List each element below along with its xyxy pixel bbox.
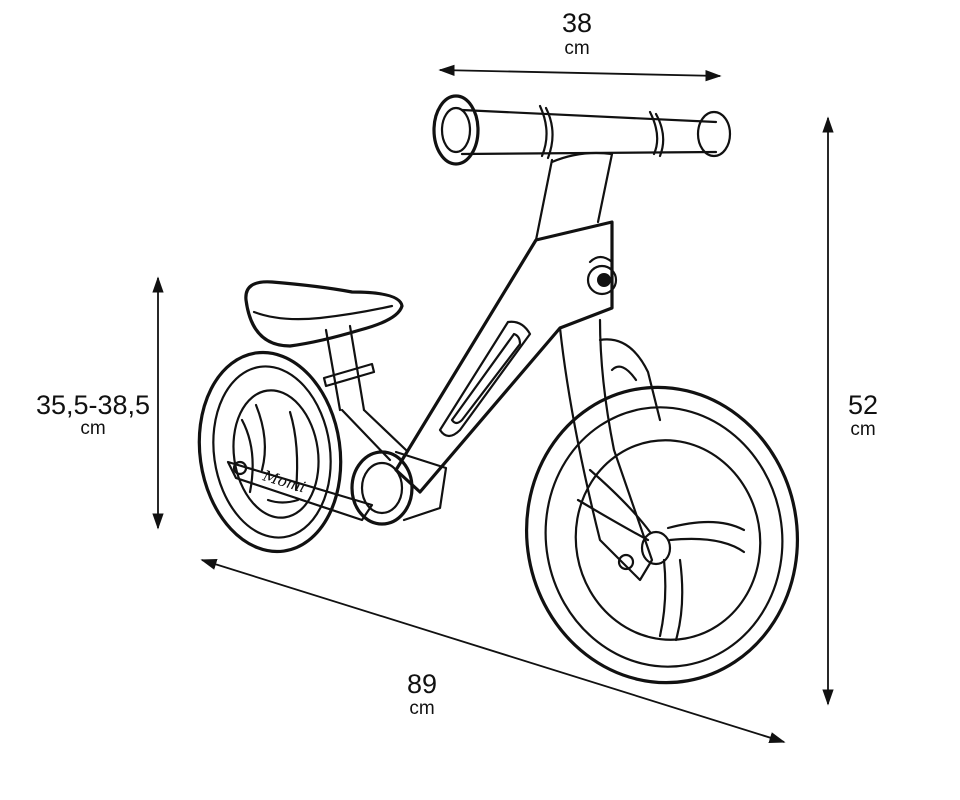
brand-logo-text: Momi: [260, 466, 308, 496]
seat-height-unit: cm: [80, 418, 105, 439]
total-height-unit: cm: [850, 419, 875, 440]
length-unit: cm: [409, 698, 434, 719]
handlebar-width-value: 38: [562, 8, 592, 38]
stem: [534, 151, 614, 242]
total-height-value: 52: [848, 390, 878, 420]
front-fork: [558, 318, 662, 582]
handlebar-width-label: 38 cm: [562, 8, 592, 59]
handlebar-width-unit: cm: [564, 38, 589, 59]
length-label: 89 cm: [407, 669, 437, 719]
balance-bike-drawing: Momi: [197, 94, 800, 685]
seat-post: [322, 324, 408, 462]
total-height-label: 52 cm: [848, 390, 878, 440]
seat-height-label: 35,5-38,5 cm: [36, 390, 150, 439]
handlebar-width-arrow: [438, 64, 722, 82]
seat: [244, 280, 404, 348]
length-value: 89: [407, 669, 437, 699]
front-wheel: [524, 385, 800, 685]
rear-wheel: [197, 350, 343, 554]
frame-hinge: [350, 450, 448, 526]
length-arrow: [200, 558, 786, 744]
head-tube-logo: [586, 255, 618, 296]
handlebar: [432, 94, 732, 166]
seat-height-value: 35,5-38,5: [36, 390, 150, 420]
